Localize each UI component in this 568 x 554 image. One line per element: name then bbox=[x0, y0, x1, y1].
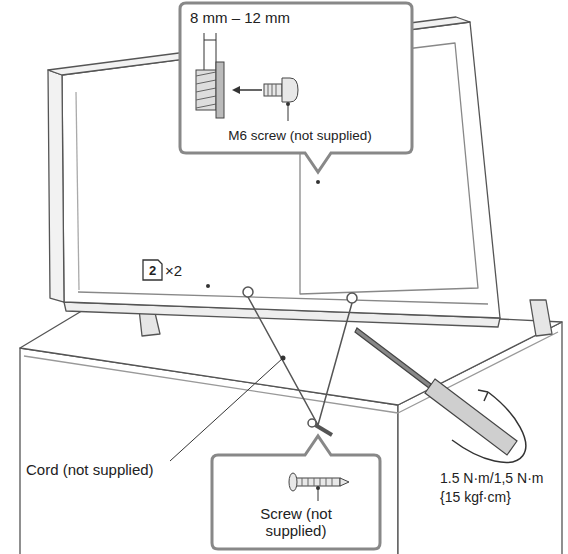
count-icon bbox=[143, 260, 162, 280]
stand-edge bbox=[24, 332, 558, 413]
torque-label: 1.5 N·m/1,5 N·m bbox=[440, 470, 543, 487]
bottom-inset bbox=[212, 436, 380, 549]
leader-line bbox=[288, 104, 289, 121]
screwdriver bbox=[355, 328, 526, 462]
cord-ring bbox=[347, 293, 357, 303]
rotation-arrow bbox=[452, 392, 526, 462]
count-icon-number: 2 bbox=[143, 262, 162, 279]
screw-hole bbox=[206, 284, 210, 288]
m6-screw-thread bbox=[268, 84, 276, 96]
part-label: Cord (not supplied) bbox=[26, 461, 154, 478]
wall-screw-tip bbox=[340, 478, 349, 486]
count-icon-box bbox=[143, 260, 162, 280]
torque-label: {15 kgf·cm} bbox=[440, 489, 511, 506]
dimension-lines bbox=[204, 33, 216, 70]
bracket-plate bbox=[216, 62, 224, 118]
screen-edge bbox=[76, 92, 79, 290]
tv-bezel bbox=[48, 70, 64, 302]
inset-outline bbox=[212, 436, 380, 549]
wall-screw-shaft bbox=[296, 478, 340, 486]
inset-outline bbox=[180, 3, 412, 172]
screwdriver-handle bbox=[425, 379, 517, 455]
rotation-arrowhead bbox=[478, 390, 488, 401]
m6-screw-shaft bbox=[264, 84, 282, 96]
quantity-label: ×2 bbox=[165, 262, 182, 279]
insert-arrowhead bbox=[232, 86, 240, 94]
holes bbox=[206, 180, 320, 288]
screw-hole bbox=[316, 180, 320, 184]
tv-leg bbox=[530, 300, 552, 336]
detail-inset: Screw (not supplied) bbox=[212, 455, 380, 549]
dimension-label: 8 mm – 12 mm bbox=[190, 9, 290, 26]
leader-line bbox=[318, 488, 319, 501]
cord-line bbox=[248, 297, 352, 425]
wall-screw-thread bbox=[302, 478, 332, 486]
part-label: M6 screw (not supplied) bbox=[184, 127, 416, 144]
leader-line bbox=[170, 358, 283, 461]
wall-screw-head bbox=[308, 419, 316, 427]
screwdriver-shaft bbox=[355, 328, 431, 388]
part-label: Screw (not supplied) bbox=[241, 505, 351, 539]
cord-ring bbox=[243, 287, 253, 297]
detail-inset: 8 mm – 12 mmM6 screw (not supplied) bbox=[180, 3, 412, 153]
tv-stand bbox=[20, 300, 562, 554]
top-inset bbox=[180, 3, 412, 172]
threaded-insert bbox=[196, 70, 216, 110]
cord bbox=[243, 287, 357, 435]
cord-leader bbox=[170, 356, 286, 462]
back-edge bbox=[78, 292, 488, 304]
wall-screw-head bbox=[289, 473, 297, 491]
m6-screw-head bbox=[282, 78, 298, 102]
insert-thread bbox=[196, 72, 216, 108]
